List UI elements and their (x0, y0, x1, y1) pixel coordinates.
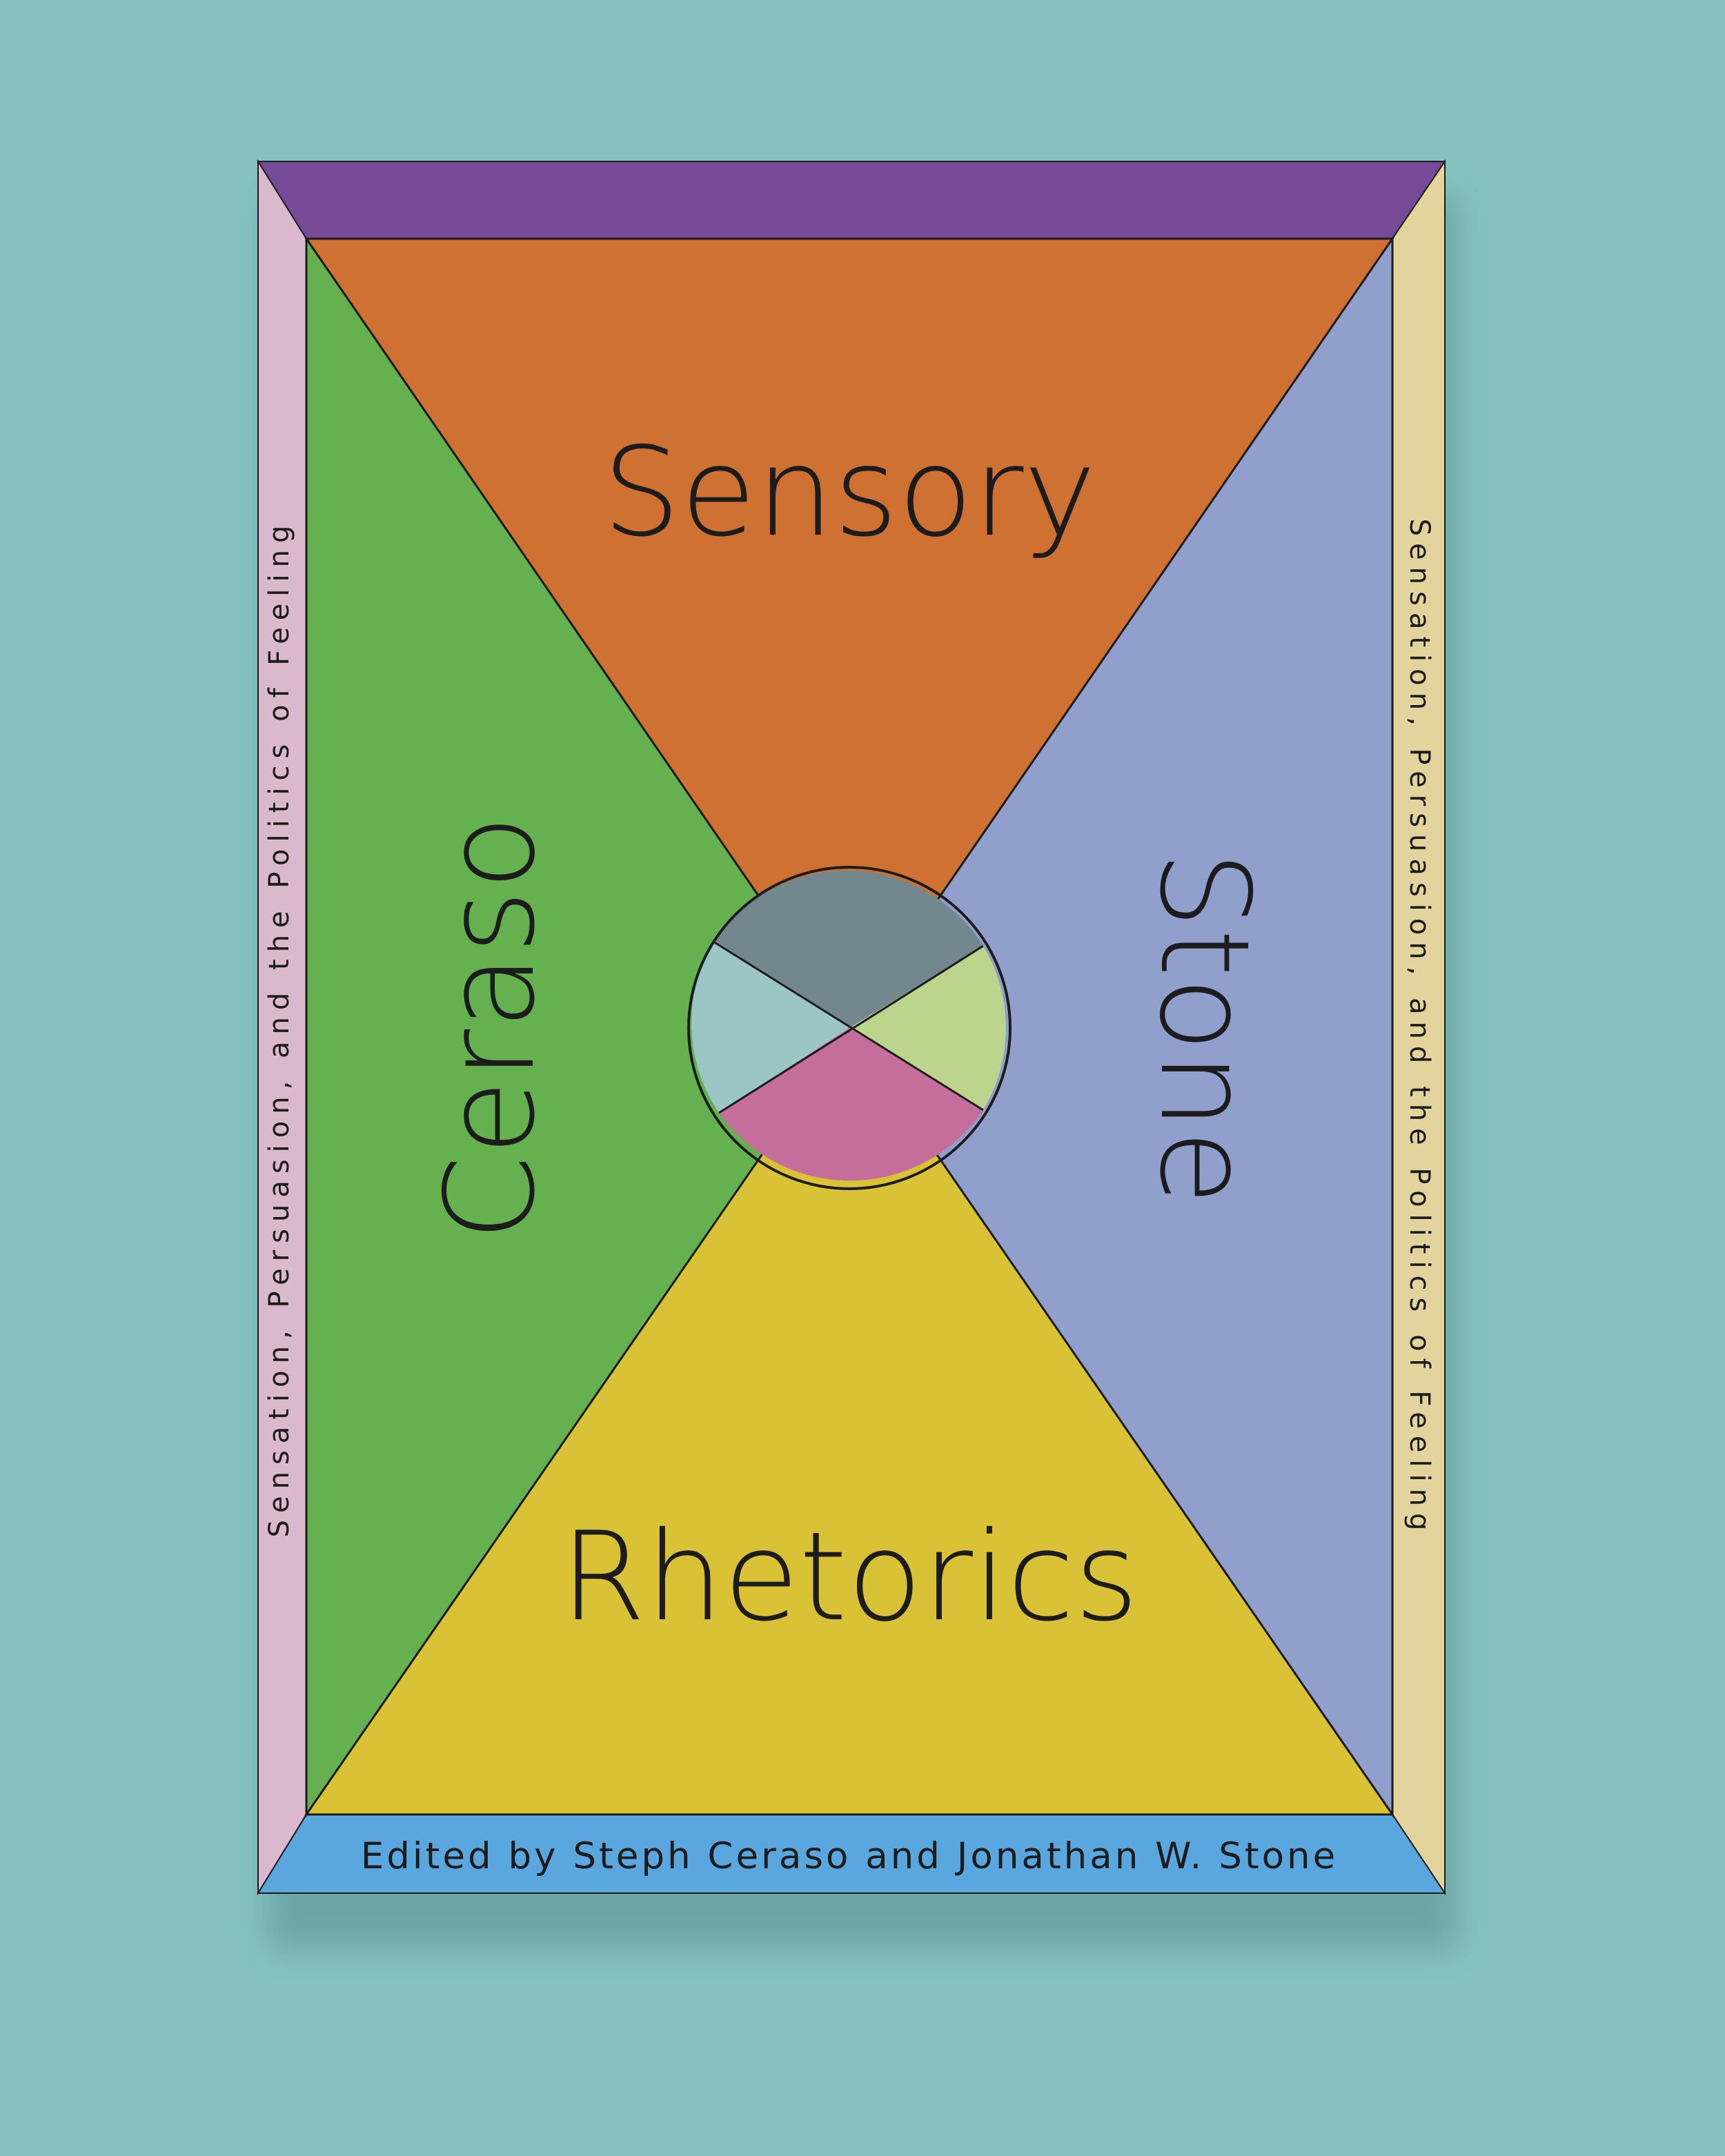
subtitle-left: Sensation, Persuasion, and the Politics … (264, 519, 295, 1538)
circle-bottom (719, 1028, 983, 1181)
subtitle-right: Sensation, Persuasion, and the Politics … (1403, 519, 1435, 1538)
panel-bottom (304, 1026, 1394, 1816)
circle-lines (713, 940, 984, 1114)
author-left: Ceraso (419, 815, 562, 1241)
circle-right (849, 946, 1006, 1110)
border-top (257, 161, 1446, 239)
editors-line: Edited by Steph Ceraso and Jonathan W. S… (361, 1835, 1339, 1877)
circle-left (691, 942, 849, 1113)
author-right: Stone (1133, 851, 1276, 1205)
circle-outline (687, 866, 1012, 1190)
circle-top (713, 870, 983, 1028)
title-top: Sensory (602, 421, 1096, 564)
title-bottom: Rhetorics (560, 1505, 1138, 1648)
